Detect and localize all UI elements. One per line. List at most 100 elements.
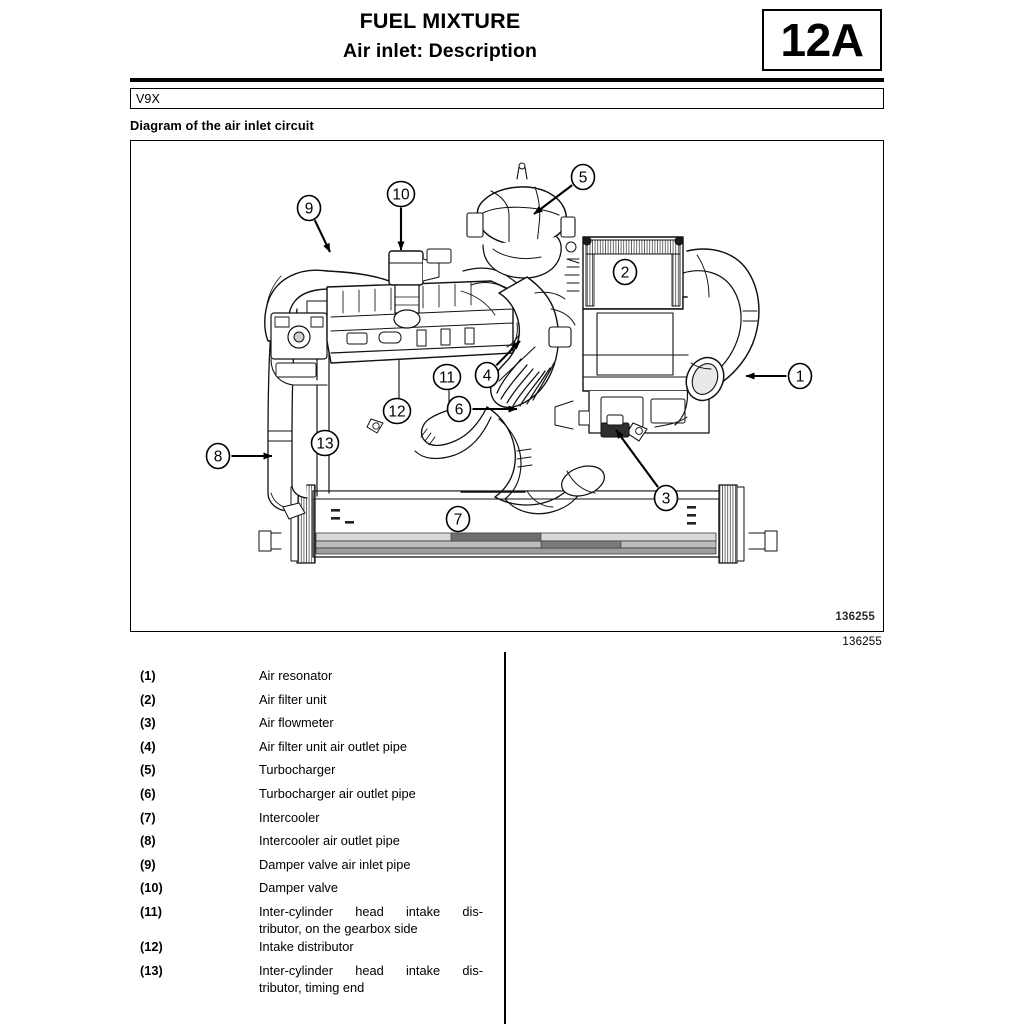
legend-item-description: Inter-cylinder head intake dis- tributor…	[259, 959, 483, 997]
callout-13: 13	[310, 429, 340, 457]
legend-item: (11) Inter-cylinder head intake dis- tri…	[130, 900, 510, 938]
callout-12: 12	[382, 397, 412, 425]
part-air-resonator	[626, 248, 760, 442]
part-air-filter-unit	[554, 236, 718, 434]
callout-arrow	[313, 219, 331, 253]
section-code-badge: 12A	[762, 9, 882, 71]
callout-label: 7	[454, 511, 463, 528]
legend-item-description: Intercooler air outlet pipe	[259, 833, 400, 849]
part-intake-distributor	[326, 280, 514, 364]
callout-label: 8	[214, 448, 223, 465]
part-air-filter-outlet-pipe	[490, 276, 576, 409]
legend-item-description: Air flowmeter	[259, 715, 334, 731]
callout-label: 5	[579, 169, 588, 186]
legend-item: (9) Damper valve air inlet pipe	[130, 853, 510, 877]
part-intercooler	[258, 484, 778, 564]
callout-bubble	[446, 395, 472, 423]
callout-10: 10	[386, 180, 416, 251]
legend-item-description: Inter-cylinder head intake dis- tributor…	[259, 900, 483, 938]
engine-code-box: V9X	[130, 88, 884, 109]
legend-item-number: (2)	[140, 691, 156, 707]
callout-bubble	[382, 397, 412, 425]
legend-item-number: (11)	[140, 903, 163, 919]
callout-8: 8	[205, 442, 273, 470]
callout-label: 1	[796, 368, 805, 385]
callout-label: 6	[455, 401, 464, 418]
legend-item: (5) Turbocharger	[130, 758, 510, 782]
legend-item-number: (7)	[140, 809, 156, 825]
legend-item: (13) Inter-cylinder head intake dis- tri…	[130, 959, 510, 997]
part-air-flowmeter	[600, 414, 630, 438]
callout-bubble	[787, 362, 813, 390]
legend-item-description: Damper valve	[259, 880, 338, 896]
legend-desc-line: tributor, timing end	[259, 980, 365, 996]
legend-desc-line: Inter-cylinder head intake dis-	[259, 903, 483, 919]
callout-bubble	[432, 363, 462, 391]
legend-item: (12) Intake distributor	[130, 935, 510, 959]
legend-desc-line: Inter-cylinder head intake dis-	[259, 962, 483, 978]
legend-item: (7) Intercooler	[130, 806, 510, 830]
callout-label: 4	[483, 367, 492, 384]
legend-item-number: (5)	[140, 762, 156, 778]
callout-label: 9	[305, 200, 314, 217]
callout-label: 13	[316, 435, 333, 452]
legend-item-number: (6)	[140, 785, 156, 801]
diagram-reference-inner: 136255	[835, 611, 875, 623]
legend-desc-line: tributor, on the gearbox side	[259, 921, 418, 937]
part-engine-accessory-left	[270, 312, 328, 386]
callout-9: 9	[296, 194, 331, 253]
header-divider-rule	[130, 78, 884, 82]
callout-label: 10	[392, 186, 410, 203]
callout-arrow	[615, 429, 659, 488]
callout-label: 3	[662, 490, 671, 507]
callout-5: 5	[533, 163, 596, 215]
callout-bubble	[653, 484, 679, 512]
legend-item: (1) Air resonator	[130, 664, 510, 688]
callout-11: 11	[432, 363, 462, 391]
header-title-group: FUEL MIXTURE Air inlet: Description	[130, 6, 750, 66]
callout-7: 7	[445, 505, 471, 533]
diagram-subheading: Diagram of the air inlet circuit	[130, 118, 314, 133]
callout-bubble	[474, 361, 500, 389]
callout-1: 1	[745, 362, 813, 390]
callout-2: 2	[612, 258, 638, 286]
callout-arrow	[533, 184, 573, 215]
engine-code-text: V9X	[136, 92, 160, 106]
callout-label: 2	[621, 264, 630, 281]
callout-bubble	[445, 505, 471, 533]
callout-bubble	[570, 163, 596, 191]
legend-item: (2) Air filter unit	[130, 688, 510, 712]
legend-item-description: Intake distributor	[259, 938, 354, 954]
callout-bubble	[310, 429, 340, 457]
legend-item-description: Air resonator	[259, 668, 333, 683]
page-title-primary: FUEL MIXTURE	[359, 9, 521, 33]
legend-item-number: (10)	[140, 880, 163, 896]
legend-item-number: (12)	[140, 938, 163, 954]
callout-bubble	[612, 258, 638, 286]
callout-4: 4	[474, 340, 521, 389]
legend-item-description: Intercooler	[259, 809, 320, 825]
callout-bubble	[205, 442, 231, 470]
legend-item-number: (1)	[140, 668, 156, 683]
page-header: FUEL MIXTURE Air inlet: Description 12A	[0, 0, 1024, 86]
callout-label: 12	[388, 403, 405, 420]
legend-column-divider	[504, 652, 506, 1024]
legend-item-number: (9)	[140, 856, 156, 872]
legend-item-description: Damper valve air inlet pipe	[259, 856, 411, 872]
parts-legend-list: (1) Air resonator (2) Air filter unit (3…	[130, 664, 510, 997]
legend-item-number: (4)	[140, 738, 156, 754]
callout-bubble	[386, 180, 416, 208]
legend-item-description: Air filter unit	[259, 691, 327, 707]
callout-bubble	[296, 194, 322, 222]
legend-item: (4) Air filter unit air outlet pipe	[130, 735, 510, 759]
part-turbocharger-outlet-pipe	[366, 402, 605, 515]
diagram-reference-outer: 136255	[842, 636, 882, 648]
legend-item-description: Turbocharger	[259, 762, 336, 778]
legend-item-description: Air filter unit air outlet pipe	[259, 738, 407, 754]
page-title-secondary: Air inlet: Description	[343, 40, 537, 62]
legend-item-number: (13)	[140, 962, 163, 978]
callout-6: 6	[446, 395, 518, 423]
